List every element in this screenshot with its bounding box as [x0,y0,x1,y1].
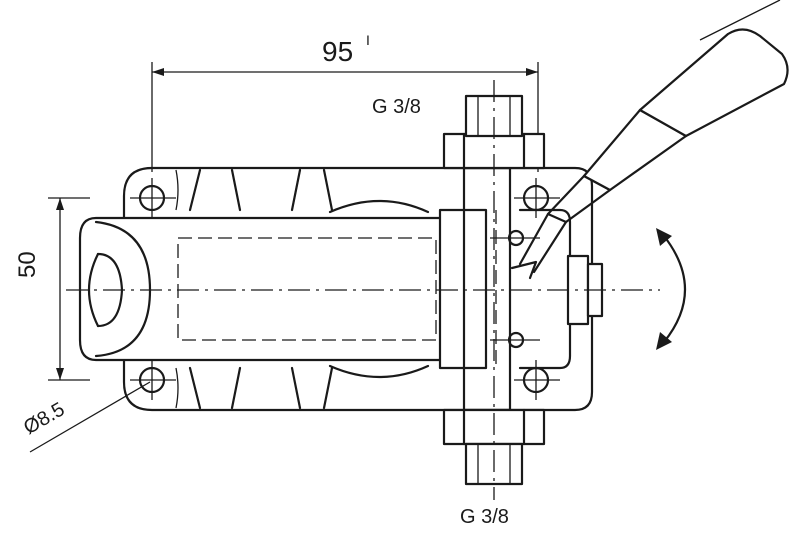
dimension-length-label: 95 [322,36,354,67]
lever-handle [510,0,789,280]
dimension-height-label: 50 [14,251,41,278]
center-lines [66,80,660,500]
rotation-arrow [656,228,687,350]
dimension-length-mark: I [366,32,370,48]
bottom-port-label: G 3/8 [460,506,509,528]
cylinder [78,216,448,362]
dimension-50 [48,197,90,381]
top-port-label: G 3/8 [372,96,421,118]
hole-leader-line [29,381,151,453]
valve-block [438,166,572,412]
